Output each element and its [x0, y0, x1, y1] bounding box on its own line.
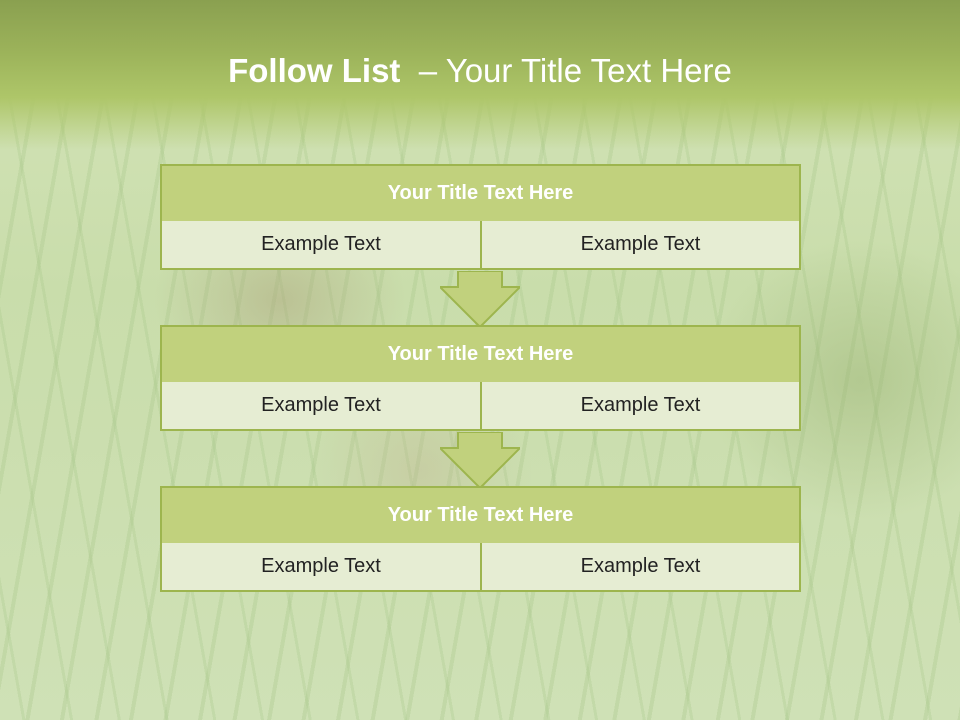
- step-3-left-text: Example Text: [160, 543, 482, 592]
- step-1-left-text: Example Text: [160, 221, 482, 270]
- header-band: [0, 0, 960, 150]
- step-1-right-text: Example Text: [480, 221, 801, 270]
- step-title-3: Your Title Text Here: [160, 486, 801, 545]
- step-box-1: Your Title Text Here Example Text Exampl…: [160, 164, 801, 270]
- step-2-left-text: Example Text: [160, 382, 482, 431]
- step-box-2: Your Title Text Here Example Text Exampl…: [160, 325, 801, 431]
- step-box-3: Your Title Text Here Example Text Exampl…: [160, 486, 801, 592]
- step-title-1: Your Title Text Here: [160, 164, 801, 223]
- slide-title-bold: Follow List: [228, 52, 401, 89]
- slide-title-rest: – Your Title Text Here: [418, 52, 732, 89]
- down-arrow-icon-2: [440, 432, 520, 488]
- down-arrow-icon-1: [440, 271, 520, 327]
- step-2-right-text: Example Text: [480, 382, 801, 431]
- step-title-2: Your Title Text Here: [160, 325, 801, 384]
- slide-title: Follow List – Your Title Text Here: [0, 52, 960, 90]
- step-3-right-text: Example Text: [480, 543, 801, 592]
